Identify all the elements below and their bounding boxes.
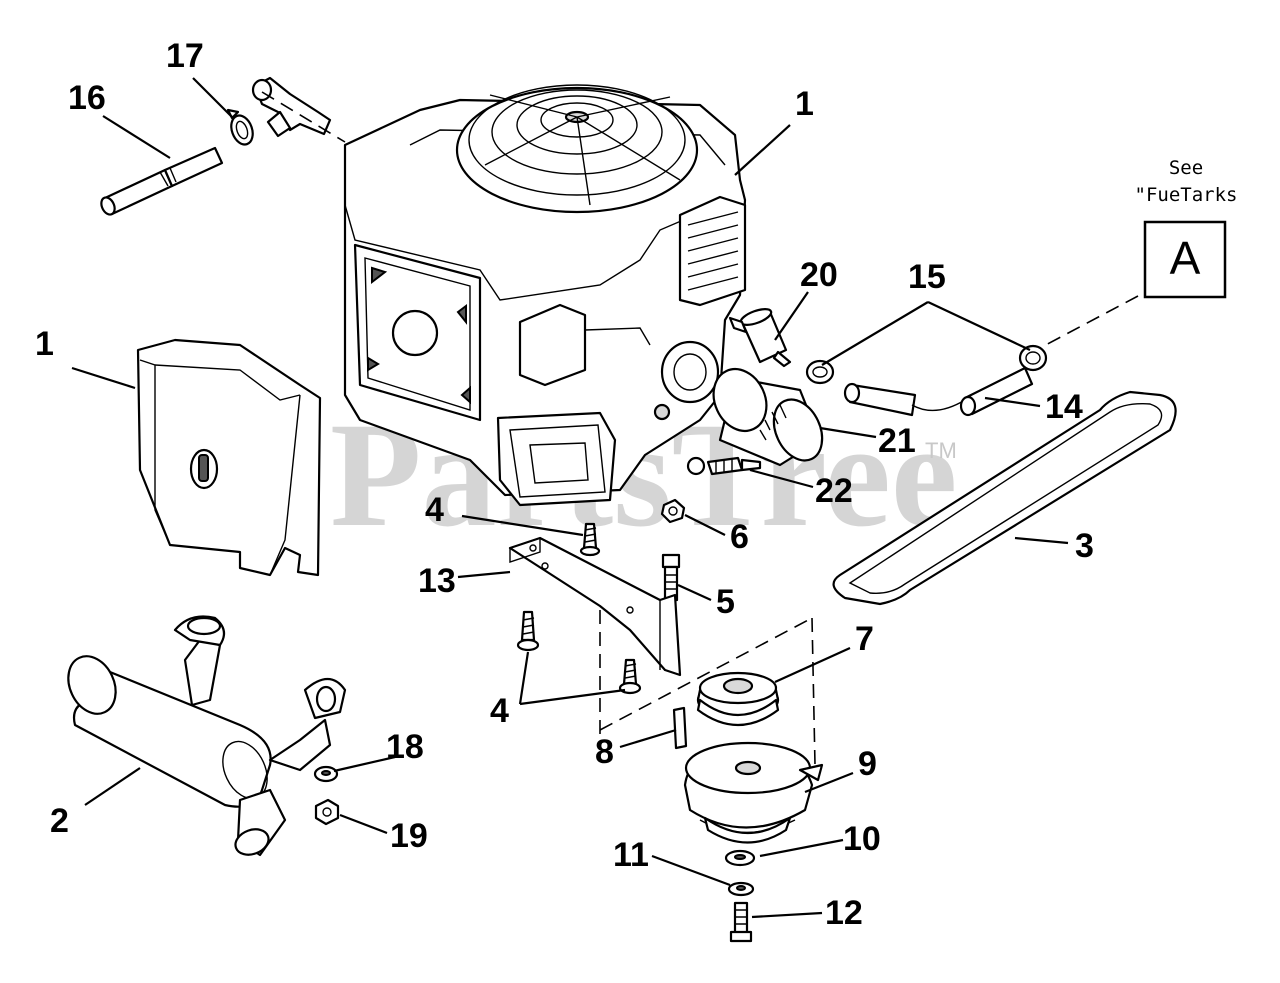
washer-part-18[interactable] bbox=[313, 765, 339, 783]
reference-box-letter: A bbox=[1170, 232, 1201, 284]
callout-4-bottom: 4 bbox=[490, 692, 509, 730]
callout-1-engine: 1 bbox=[795, 85, 814, 123]
oil-drain-fitting-part-22[interactable] bbox=[686, 456, 762, 476]
key-part-8[interactable] bbox=[672, 706, 688, 750]
bolt-part-5[interactable] bbox=[661, 553, 681, 602]
engine-shroud-part[interactable] bbox=[136, 338, 322, 577]
callout-6: 6 bbox=[730, 518, 749, 556]
callout-16: 16 bbox=[68, 79, 106, 117]
muffler-part-2[interactable] bbox=[59, 615, 347, 860]
hose-clamp-part-15b[interactable] bbox=[1018, 344, 1048, 372]
mounting-bracket-part-13[interactable] bbox=[508, 536, 682, 677]
oil-filter-part-21[interactable] bbox=[704, 360, 832, 468]
fuel-hose-part-14[interactable] bbox=[843, 366, 1034, 417]
callout-4-top: 4 bbox=[425, 491, 444, 529]
engine-part[interactable] bbox=[343, 84, 747, 507]
drive-belt-part-3[interactable] bbox=[832, 390, 1177, 606]
leader-lines bbox=[71, 77, 1069, 919]
callout-12: 12 bbox=[825, 894, 863, 932]
callout-21: 21 bbox=[878, 422, 916, 460]
callout-9: 9 bbox=[858, 745, 877, 783]
dashed-alignment-lines bbox=[261, 91, 1139, 766]
callout-8: 8 bbox=[595, 733, 614, 771]
callout-15: 15 bbox=[908, 258, 946, 296]
fuel-filter-part-20[interactable] bbox=[728, 306, 792, 368]
callout-17: 17 bbox=[166, 37, 204, 75]
callout-1-shroud: 1 bbox=[35, 325, 54, 363]
nut-part-19[interactable] bbox=[314, 798, 340, 826]
callout-3: 3 bbox=[1075, 527, 1094, 565]
callout-14: 14 bbox=[1045, 388, 1083, 426]
callout-11: 11 bbox=[613, 836, 649, 874]
watermark-trademark: TM bbox=[925, 438, 957, 463]
fuel-hose-part-16[interactable] bbox=[99, 146, 224, 217]
reference-note-see: See bbox=[1169, 157, 1203, 179]
bolt-part-12[interactable] bbox=[729, 901, 753, 943]
fuel-tee-fitting[interactable] bbox=[251, 76, 332, 138]
reference-box-a[interactable]: A bbox=[1143, 220, 1227, 299]
callout-5: 5 bbox=[716, 583, 735, 621]
screw-part-4-top[interactable] bbox=[579, 522, 601, 557]
hose-clamp-part-15a[interactable] bbox=[805, 359, 835, 385]
callout-22: 22 bbox=[815, 472, 853, 510]
callout-labels: 1 1 2 3 4 4 5 6 7 8 9 10 11 12 13 14 15 … bbox=[35, 37, 1094, 932]
nut-part-6[interactable] bbox=[660, 498, 686, 524]
callout-13: 13 bbox=[418, 562, 456, 600]
pulley-part-7[interactable] bbox=[696, 671, 780, 727]
callout-19: 19 bbox=[390, 817, 428, 855]
washer-part-11[interactable] bbox=[727, 881, 755, 897]
callout-7: 7 bbox=[855, 620, 874, 658]
clutch-part-9[interactable] bbox=[683, 741, 824, 844]
callout-2: 2 bbox=[50, 802, 69, 840]
callout-20: 20 bbox=[800, 256, 838, 294]
reference-note-fuel-tanks: "FueTarks bbox=[1135, 184, 1238, 206]
screw-part-4-left[interactable] bbox=[516, 610, 540, 652]
washer-part-10[interactable] bbox=[724, 849, 756, 867]
callout-10: 10 bbox=[843, 820, 881, 858]
callout-18: 18 bbox=[386, 728, 424, 766]
screw-part-4-right[interactable] bbox=[618, 658, 642, 695]
hose-clamp-part-17[interactable] bbox=[226, 108, 256, 148]
